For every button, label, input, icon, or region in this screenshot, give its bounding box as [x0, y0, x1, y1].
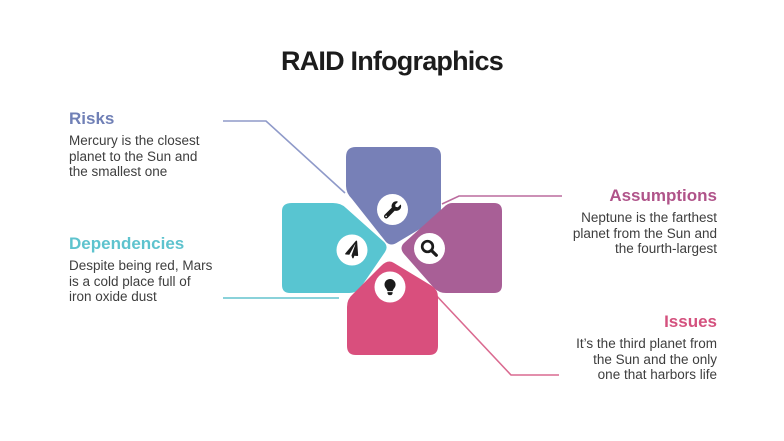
paper-plane-icon-circle [336, 234, 368, 266]
risks-connector-line [223, 120, 346, 194]
risks-description: Mercury is the closest planet to the Sun… [69, 133, 200, 180]
dependencies-label-block: Dependencies Despite being red, Mars is … [69, 234, 234, 305]
issues-description: It’s the third planet from the Sun and t… [576, 336, 717, 383]
dependencies-shape [282, 203, 387, 293]
lightbulb-icon [384, 278, 396, 296]
risks-title: Risks [69, 109, 115, 128]
magnifier-icon [420, 239, 438, 257]
assumptions-description: Neptune is the farthest planet from the … [572, 210, 717, 257]
assumptions-shape [401, 203, 502, 293]
paper-plane-icon [345, 240, 359, 259]
issues-label-block: Issues It’s the third planet from the Su… [542, 312, 717, 383]
risks-label-block: Risks Mercury is the closest planet to t… [69, 109, 234, 180]
assumptions-label-block: Assumptions Neptune is the farthest plan… [542, 186, 717, 257]
dependencies-description: Despite being red, Mars is a cold place … [69, 258, 213, 305]
dependencies-title: Dependencies [69, 234, 185, 253]
issues-shape [347, 261, 438, 355]
issues-connector-line [432, 291, 559, 376]
assumptions-connector-line [441, 195, 562, 205]
page-title: RAID Infographics [281, 46, 504, 76]
magnifier-icon-circle [414, 233, 445, 264]
wrench-icon [383, 201, 402, 219]
issues-title: Issues [664, 312, 717, 331]
assumptions-title: Assumptions [609, 186, 717, 205]
